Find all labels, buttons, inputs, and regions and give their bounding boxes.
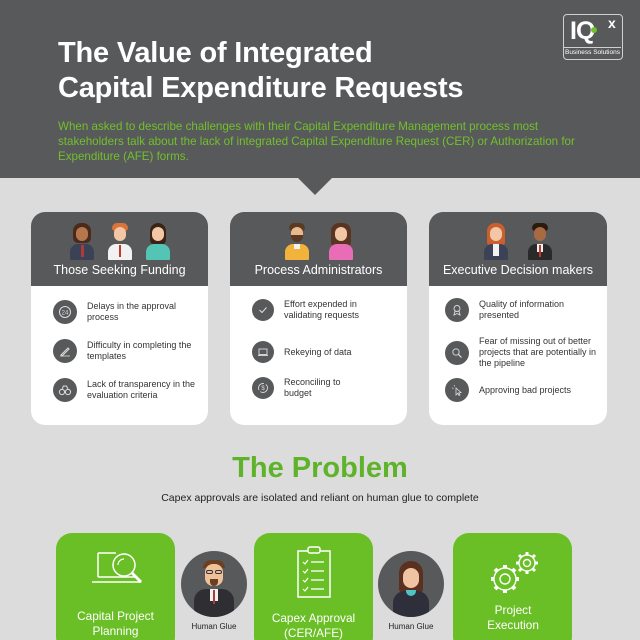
card-header: Process Administrators: [230, 212, 407, 286]
intro-text: When asked to describe challenges with t…: [58, 120, 575, 163]
problem-heading: The Problem: [232, 452, 408, 484]
page-title: The Value of Integrated Capital Expendit…: [58, 36, 464, 106]
logo-green-dot: [591, 27, 597, 33]
persona-man-red-hair-icon: [107, 222, 133, 260]
persona-woman-brown-hair-icon: [378, 551, 444, 617]
human-glue-2: Human Glue: [378, 551, 444, 632]
step-project-execution: Project Execution: [453, 533, 572, 640]
pencil-icon: [53, 339, 77, 363]
logo-superscript: x: [608, 15, 616, 31]
clock-24-icon: 24: [53, 300, 77, 324]
gears-icon: [491, 552, 538, 593]
persona-man-glasses-beard-icon: [181, 551, 247, 617]
magnifier-icon: [445, 340, 469, 365]
iqx-logo: IQ x Business Solutions: [563, 14, 623, 60]
persona-man-suit-icon: [527, 222, 553, 260]
card-title: Executive Decision makers: [442, 263, 594, 277]
step-capex-approval: Capex Approval (CER/AFE): [254, 533, 373, 640]
card-header: Executive Decision makers: [429, 212, 607, 286]
challenge-item: Fear of missing out of better projects t…: [445, 336, 604, 369]
step-label: Capex Approval (CER/AFE): [271, 611, 356, 640]
challenge-item: $ Reconciling to budget: [252, 377, 344, 399]
title-line-2: Capital Expenditure Requests: [58, 72, 464, 104]
persona-man-beard-icon: [284, 222, 310, 260]
step-label: Project Execution: [487, 603, 539, 632]
clipboard-checklist-icon: [297, 546, 331, 598]
dollar-cycle-icon: $: [252, 377, 274, 399]
card-title: Process Administrators: [254, 263, 383, 277]
card-executive-decision-makers: Executive Decision makers Quality of inf…: [429, 212, 607, 425]
challenge-item: Effort expended in validating requests: [252, 299, 374, 321]
card-those-seeking-funding: Those Seeking Funding 24 Delays in the a…: [31, 212, 208, 425]
cursor-click-icon: [445, 378, 469, 402]
challenge-item: Lack of transparency in the evaluation c…: [53, 378, 208, 402]
binoculars-icon: [53, 378, 77, 402]
laptop-icon: [252, 341, 274, 363]
persona-woman-pink-top-icon: [328, 222, 354, 260]
challenge-item: Difficulty in completing the templates: [53, 339, 197, 363]
svg-text:24: 24: [62, 310, 69, 316]
card-process-administrators: Process Administrators Effort expended i…: [230, 212, 407, 425]
card-title: Those Seeking Funding: [53, 263, 186, 277]
persona-woman-teal-top-icon: [145, 222, 171, 260]
persona-woman-dark-hair-icon: [69, 222, 95, 260]
step-capital-project-planning: Capital Project Planning: [56, 533, 175, 640]
award-icon: [445, 298, 469, 322]
svg-text:$: $: [261, 386, 265, 392]
persona-woman-red-hair-icon: [483, 222, 509, 260]
human-glue-label: Human Glue: [388, 622, 434, 631]
persona-group: [429, 222, 607, 260]
challenge-item: Quality of information presented: [445, 298, 574, 322]
human-glue-1: Human Glue: [181, 551, 247, 632]
problem-subtitle: Capex approvals are isolated and reliant…: [161, 492, 479, 504]
challenge-item: 24 Delays in the approval process: [53, 300, 182, 324]
persona-group: [31, 222, 208, 260]
title-line-1: The Value of Integrated: [58, 37, 373, 69]
checkmark-icon: [252, 299, 274, 321]
human-glue-label: Human Glue: [191, 622, 237, 631]
laptop-search-icon: [92, 552, 143, 584]
header-pointer-arrow: [297, 177, 333, 195]
challenge-item: Approving bad projects: [445, 378, 599, 402]
challenge-item: Rekeying of data: [252, 341, 394, 363]
logo-tagline: Business Solutions: [564, 47, 621, 56]
header-banner: The Value of Integrated Capital Expendit…: [0, 0, 640, 178]
persona-group: [230, 222, 407, 260]
card-header: Those Seeking Funding: [31, 212, 208, 286]
step-label: Capital Project Planning: [77, 609, 154, 638]
